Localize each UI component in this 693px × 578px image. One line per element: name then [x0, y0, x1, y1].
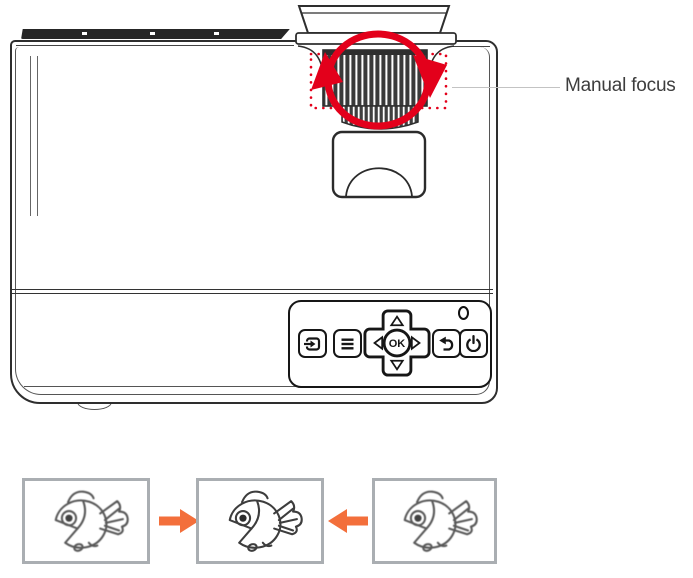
rotation-arrow [311, 30, 447, 130]
projector-body-divider [12, 289, 493, 295]
triangle-up-icon [389, 315, 405, 327]
triangle-right-icon [410, 335, 421, 351]
focus-wheel-top-band [323, 50, 427, 55]
source-button [298, 329, 327, 358]
dpad: OK [363, 309, 431, 377]
focus-demo-panel-blurry-left [22, 478, 150, 564]
power-icon [466, 335, 481, 352]
return-arrow-icon [439, 336, 454, 351]
projector-top-edge-left [16, 45, 294, 46]
ok-button [382, 328, 412, 358]
control-panel: OK [288, 300, 492, 388]
vent-slot [214, 32, 219, 36]
rotation-arrowhead-right [413, 55, 447, 98]
vent-slot [150, 32, 155, 36]
ok-label: OK [389, 338, 406, 350]
projector-top-edge-right [452, 46, 490, 47]
rotation-arrowhead-left [311, 52, 343, 90]
fish-out-of-focus-icon [403, 490, 478, 552]
lens-hood [297, 5, 451, 34]
vent-slot [82, 32, 87, 36]
projector-bottom-seam [24, 386, 476, 387]
lens-assembly [295, 5, 457, 199]
focus-demo-panel-sharp-center [196, 478, 324, 564]
lens-barrel [331, 130, 427, 199]
projector-left-seam [30, 56, 38, 216]
projector-body-inner-line [15, 47, 490, 395]
menu-icon [341, 338, 354, 349]
status-led [458, 306, 469, 320]
fish-in-focus-icon [228, 490, 303, 552]
vent-strip [21, 29, 290, 39]
focus-demo-panel-blurry-right [372, 478, 497, 564]
manual-focus-label: Manual focus [565, 75, 676, 96]
arrow-left-icon [328, 509, 368, 533]
return-button [432, 329, 461, 358]
triangle-left-icon [373, 335, 384, 351]
fish-out-of-focus-icon [54, 490, 129, 552]
power-button [459, 329, 488, 358]
triangle-down-icon [389, 359, 405, 371]
source-input-icon [304, 336, 321, 351]
arrow-right-icon [159, 509, 199, 533]
menu-button [333, 329, 362, 358]
lens-dome [345, 167, 413, 197]
callout-line [452, 87, 560, 88]
